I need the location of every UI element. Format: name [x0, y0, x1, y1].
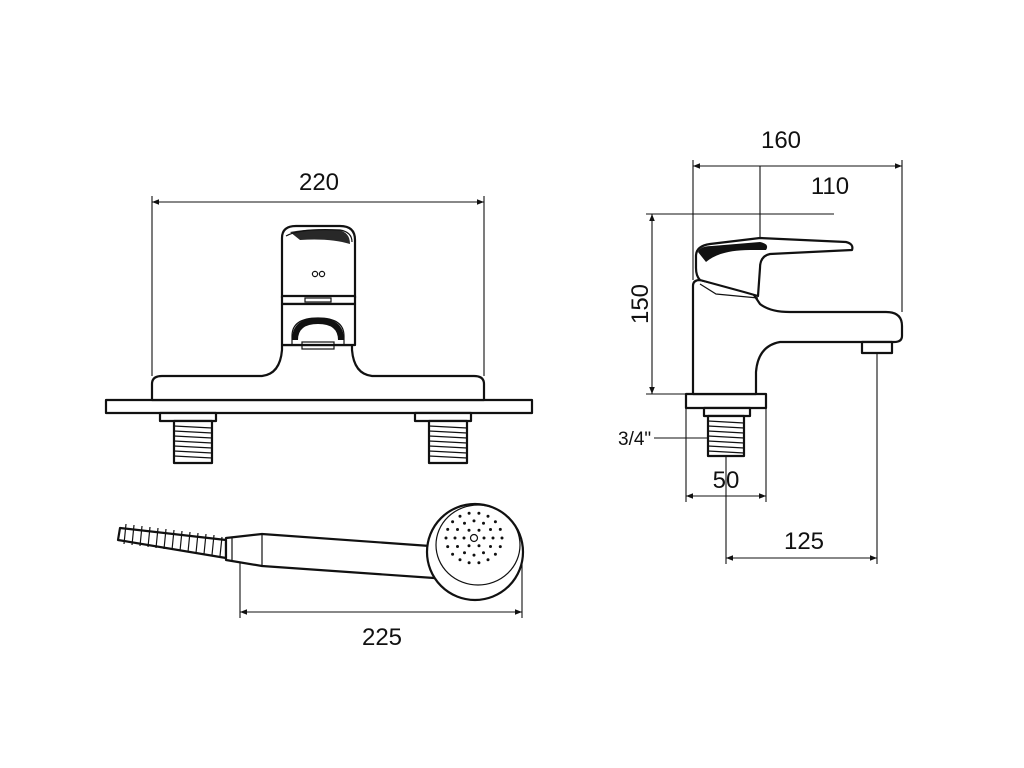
- nozzle-dot: [500, 536, 504, 540]
- front-housing: [280, 302, 357, 347]
- hand-shower-center: [469, 533, 479, 543]
- front-lever-shade: [290, 229, 350, 244]
- side-base-plate: [684, 392, 768, 410]
- front-housing-slot: [301, 341, 335, 350]
- hand-shower-face: [435, 504, 521, 586]
- nozzle-dot: [482, 521, 485, 525]
- hand-shower-hose: [116, 523, 228, 560]
- side-lever-shade: [698, 242, 768, 262]
- nozzle-dot: [486, 558, 490, 562]
- nozzle-dot: [498, 545, 502, 549]
- dim-hand-shower-label: 225: [362, 624, 402, 651]
- dim-thread-label: 3/4": [618, 429, 651, 450]
- front-view: 220: [104, 169, 534, 465]
- side-body: [691, 278, 904, 396]
- dim-spout-offset-label: 125: [784, 528, 824, 555]
- nozzle-dot: [446, 527, 450, 531]
- front-lever-indicator-right: [318, 270, 326, 278]
- dim-front-width-label: 220: [299, 169, 339, 196]
- nozzle-dot: [477, 561, 481, 565]
- front-collar: [280, 294, 357, 306]
- front-base-plate: [104, 398, 534, 415]
- dim-spout-reach-label: 110: [811, 173, 849, 200]
- front-housing-arch-shade: [292, 318, 344, 340]
- dim-height: 150: [627, 213, 834, 395]
- front-lever-indicator-left: [311, 270, 319, 278]
- front-connector-right: [413, 411, 473, 465]
- dim-side-depth-label: 160: [761, 127, 801, 154]
- nozzle-dot: [467, 561, 471, 565]
- nozzle-dot: [472, 519, 476, 523]
- dim-height-label: 150: [627, 284, 654, 324]
- nozzle-dot: [451, 552, 455, 556]
- nozzle-dot: [463, 521, 466, 525]
- side-connector: [702, 406, 752, 458]
- nozzle-dot: [491, 536, 495, 540]
- side-aerator: [860, 340, 894, 355]
- dim-spout-reach: 110: [759, 166, 849, 238]
- nozzle-dot: [477, 511, 481, 515]
- hand-shower-nozzles: [444, 511, 504, 565]
- front-connector-left: [158, 411, 218, 465]
- nozzle-dot: [446, 545, 450, 549]
- nozzle-dot: [493, 552, 497, 556]
- nozzle-dot: [453, 536, 457, 540]
- nozzle-dot: [489, 528, 492, 531]
- nozzle-dot: [482, 536, 486, 540]
- nozzle-dot: [462, 536, 466, 540]
- dim-front-width: 220: [151, 169, 485, 376]
- nozzle-dot: [467, 528, 471, 532]
- nozzle-dot: [458, 558, 462, 562]
- dim-thread: 3/4": [618, 429, 708, 450]
- nozzle-dot: [482, 551, 485, 555]
- front-body: [150, 343, 486, 402]
- side-lever: [694, 236, 854, 298]
- nozzle-dot: [456, 545, 459, 548]
- dim-side-depth: 160: [692, 127, 903, 312]
- nozzle-dot: [467, 511, 471, 515]
- nozzle-dot: [444, 536, 448, 540]
- dim-spout-offset: 125: [725, 353, 878, 564]
- nozzle-dot: [486, 514, 490, 518]
- hand-shower-handle: [224, 532, 436, 580]
- nozzle-dot: [467, 544, 471, 548]
- dim-hand-shower: 225: [239, 560, 523, 651]
- nozzle-dot: [458, 514, 462, 518]
- nozzle-dot: [477, 544, 481, 548]
- nozzle-dot: [493, 520, 497, 524]
- front-lever: [280, 224, 357, 300]
- nozzle-dot: [477, 528, 481, 532]
- hand-shower: 225: [116, 502, 525, 651]
- side-view: 160 110 150 3/4" 50: [618, 127, 904, 564]
- nozzle-dot: [498, 527, 502, 531]
- nozzle-dot: [451, 520, 455, 524]
- nozzle-dot: [489, 545, 492, 548]
- front-collar-slot: [304, 297, 332, 303]
- nozzle-dot: [463, 551, 466, 555]
- nozzle-dot: [456, 528, 459, 531]
- nozzle-dot: [472, 553, 476, 557]
